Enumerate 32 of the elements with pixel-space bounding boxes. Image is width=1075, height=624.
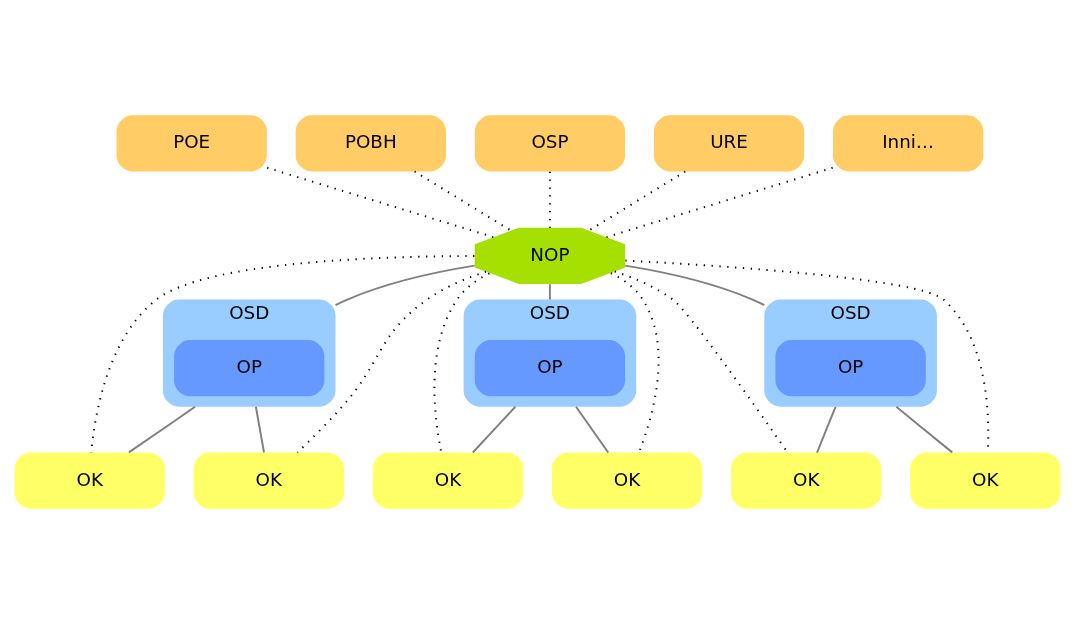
connector — [433, 272, 491, 454]
connector — [296, 270, 487, 454]
connector — [413, 170, 512, 232]
connector — [266, 166, 495, 239]
connector — [816, 405, 837, 454]
node-box: Inni… — [833, 115, 984, 172]
node-box: OP — [775, 340, 926, 397]
connector — [548, 283, 551, 301]
connector — [334, 264, 476, 307]
node-box: OK — [14, 452, 165, 509]
connector — [624, 259, 990, 454]
connector — [605, 166, 834, 239]
node-box: OK — [551, 452, 703, 509]
node-box: POE — [116, 115, 267, 172]
node-box: OSP — [474, 115, 626, 172]
connector — [575, 405, 610, 454]
node-box: POBH — [295, 115, 446, 172]
node-box: URE — [653, 115, 805, 172]
node-box: OP — [174, 340, 325, 397]
connector — [895, 405, 954, 454]
node-box: OP — [474, 340, 626, 397]
connector — [471, 405, 517, 454]
connector — [90, 255, 476, 454]
node-box: OK — [910, 452, 1061, 509]
connector — [127, 405, 197, 454]
node-box: OK — [372, 452, 524, 509]
connector — [588, 170, 687, 232]
node-box: OK — [731, 452, 882, 509]
connector — [254, 405, 265, 454]
connector — [624, 264, 766, 307]
node-box: OK — [193, 452, 344, 509]
connector — [548, 170, 551, 229]
